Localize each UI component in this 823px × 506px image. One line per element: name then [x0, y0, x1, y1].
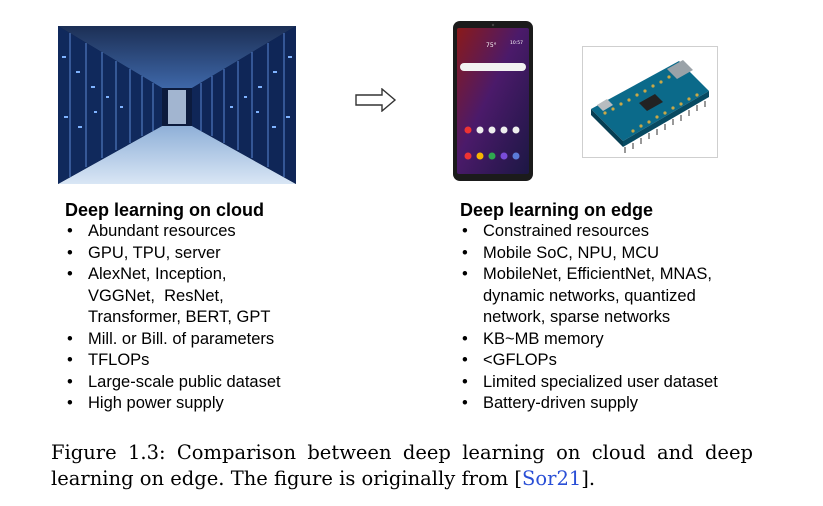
figure-caption: Figure 1.3: Comparison between deep lear… — [51, 440, 753, 492]
list-item: <GFLOPs — [460, 350, 820, 372]
list-item: MobileNet, EfficientNet, MNAS, dynamic n… — [460, 264, 820, 329]
cloud-column: Deep learning on cloud Abundant resource… — [65, 199, 385, 415]
list-item: High power supply — [65, 393, 385, 415]
caption-text: learning on edge. The figure is original… — [51, 467, 523, 490]
server-room-image — [58, 26, 296, 184]
list-item: TFLOPs — [65, 350, 385, 372]
edge-list: Constrained resources Mobile SoC, NPU, M… — [460, 221, 820, 415]
list-item: AlexNet, Inception, VGGNet, ResNet, Tran… — [65, 264, 385, 329]
list-item: GPU, TPU, server — [65, 243, 385, 265]
phone-time: 10:57 — [510, 40, 523, 46]
citation-link[interactable]: Sor21 — [522, 467, 582, 490]
caption-line-1: Figure 1.3: Comparison between deep lear… — [51, 441, 753, 464]
cloud-list: Abundant resources GPU, TPU, server Alex… — [65, 221, 385, 415]
smartphone-image: 75° 10:57 — [452, 20, 534, 182]
list-item: Constrained resources — [460, 221, 820, 243]
edge-column: Deep learning on edge Constrained resour… — [460, 199, 820, 415]
list-item: Battery-driven supply — [460, 393, 820, 415]
edge-heading: Deep learning on edge — [460, 200, 654, 220]
microcontroller-board-image — [582, 46, 718, 158]
caption-text: ]. — [581, 467, 596, 490]
list-item: Mill. or Bill. of parameters — [65, 329, 385, 351]
list-item: Mobile SoC, NPU, MCU — [460, 243, 820, 265]
phone-temperature: 75° — [486, 42, 497, 49]
caption-line-2: learning on edge. The figure is original… — [51, 466, 753, 492]
list-item: KB~MB memory — [460, 329, 820, 351]
list-item: Limited specialized user dataset — [460, 372, 820, 394]
cloud-heading: Deep learning on cloud — [65, 200, 265, 220]
list-item: Abundant resources — [65, 221, 385, 243]
right-arrow-icon — [355, 87, 397, 117]
list-item: Large-scale public dataset — [65, 372, 385, 394]
